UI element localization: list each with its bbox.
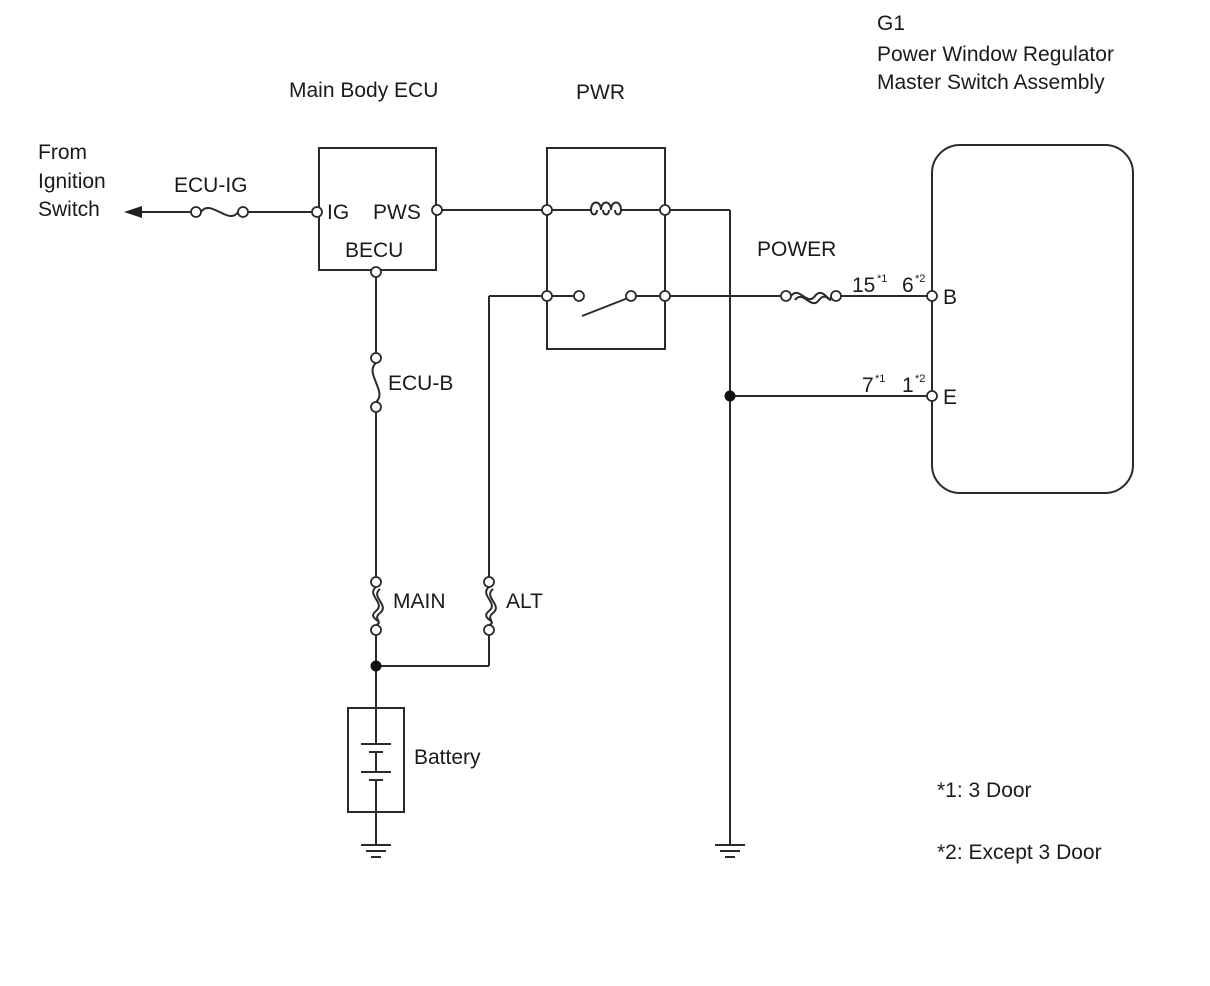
- ground-icon: [361, 844, 391, 858]
- pin-e-3door-sup: *1: [875, 373, 885, 385]
- terminal-becu: [370, 266, 382, 278]
- ecu-pin-pws: PWS: [373, 201, 421, 224]
- fuse-terminal: [370, 624, 382, 636]
- fuse-icon: [371, 362, 381, 403]
- pin-numbers: 15 *1 6 *2 7 *1 1 *2: [852, 273, 925, 397]
- pin-b-3door-sup: *1: [877, 273, 887, 285]
- fuse-main: MAIN: [370, 576, 446, 636]
- pin-b-other: 6: [902, 274, 914, 297]
- component-code: G1: [877, 12, 905, 35]
- terminal-pws: [431, 204, 443, 216]
- fuse-terminal: [237, 206, 249, 218]
- pin-b-3door: 15: [852, 274, 875, 297]
- fuse-ecu-b: ECU-B: [370, 352, 453, 413]
- ignition-source: From Ignition Switch: [38, 141, 106, 221]
- coil-icon: [590, 201, 627, 216]
- fuse-ecu-ig-label: ECU-IG: [174, 174, 248, 197]
- fuse-terminal: [370, 401, 382, 413]
- battery: Battery: [347, 707, 481, 813]
- terminal-relay-2: [659, 204, 671, 216]
- fuse-alt: ALT: [483, 576, 543, 636]
- fuse-terminal: [483, 624, 495, 636]
- wires: [124, 206, 927, 845]
- fuse-power: POWER: [757, 238, 842, 305]
- pin-e-other-sup: *2: [915, 373, 925, 385]
- pin-e-3door: 7: [862, 374, 874, 397]
- fuse-terminal: [190, 206, 202, 218]
- switch-contact-icon: [573, 290, 585, 302]
- pwr-relay: PWR: [541, 81, 671, 350]
- ecu-title: Main Body ECU: [289, 79, 438, 102]
- source-line-2: Ignition: [38, 170, 106, 193]
- pin-b-other-sup: *2: [915, 273, 925, 285]
- fuse-ecu-ig: ECU-IG: [174, 174, 249, 218]
- master-switch-assembly: G1 Power Window Regulator Master Switch …: [877, 12, 1134, 494]
- ecu-pin-ig: IG: [327, 201, 349, 224]
- fuse-terminal: [830, 290, 842, 302]
- terminal-relay-1: [541, 204, 553, 216]
- ecu-pin-becu: BECU: [345, 239, 403, 262]
- component-name-line-2: Master Switch Assembly: [877, 71, 1105, 94]
- fuse-main-label: MAIN: [393, 590, 446, 613]
- fusible-link-icon: [372, 586, 384, 626]
- component-name-line-1: Power Window Regulator: [877, 43, 1114, 66]
- component-pin-b: B: [943, 286, 957, 309]
- ground-icon: [715, 844, 745, 858]
- fuse-terminal: [370, 352, 382, 364]
- fuse-terminal: [483, 576, 495, 588]
- battery-label: Battery: [414, 746, 481, 769]
- main-body-ecu: Main Body ECU IG PWS BECU: [289, 79, 443, 278]
- fuse-icon: [200, 206, 239, 218]
- terminal-ig: [311, 206, 323, 218]
- component-pin-e: E: [943, 386, 957, 409]
- terminal-e: [926, 390, 938, 402]
- terminal-relay-4: [659, 290, 671, 302]
- component-box: [931, 144, 1134, 494]
- pin-e-other: 1: [902, 374, 914, 397]
- fusible-link-icon: [790, 291, 832, 305]
- fuse-terminal: [370, 576, 382, 588]
- footnote-1: *1: 3 Door: [937, 779, 1032, 802]
- terminal-b: [926, 290, 938, 302]
- junction-dot: [724, 390, 736, 402]
- footnote-2: *2: Except 3 Door: [937, 841, 1102, 864]
- source-line-1: From: [38, 141, 87, 164]
- terminal-relay-3: [541, 290, 553, 302]
- junction-dot: [370, 660, 382, 672]
- source-line-3: Switch: [38, 198, 100, 221]
- fuse-ecu-b-label: ECU-B: [388, 372, 453, 395]
- fuse-alt-label: ALT: [506, 590, 543, 613]
- relay-title: PWR: [576, 81, 625, 104]
- switch-contact-icon: [625, 290, 637, 302]
- relay-box: [546, 147, 666, 350]
- footnotes: *1: 3 Door *2: Except 3 Door: [937, 779, 1102, 864]
- fusible-link-icon: [485, 586, 497, 626]
- fuse-terminal: [780, 290, 792, 302]
- fuse-power-label: POWER: [757, 238, 836, 261]
- arrow-left-icon: [124, 206, 142, 218]
